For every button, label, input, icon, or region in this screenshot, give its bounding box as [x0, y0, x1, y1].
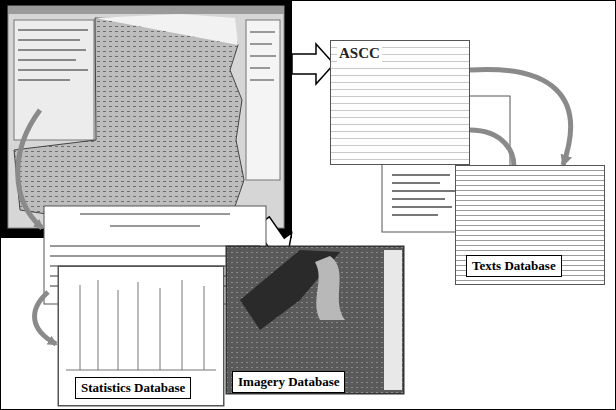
imagery-screenshot: Imagery Database: [226, 246, 404, 394]
curved-arrow: [470, 69, 571, 165]
statistics-chart-screenshot: Statistics Database: [58, 266, 224, 406]
database-caption: Imagery Database: [232, 371, 345, 393]
database-caption: Texts Database: [466, 255, 562, 277]
web-page-screenshot: ASCC: [330, 40, 470, 165]
page-heading: ASCC: [337, 45, 382, 62]
text-page-screenshot: Texts Database: [455, 165, 605, 285]
database-caption: Statistics Database: [75, 377, 191, 399]
